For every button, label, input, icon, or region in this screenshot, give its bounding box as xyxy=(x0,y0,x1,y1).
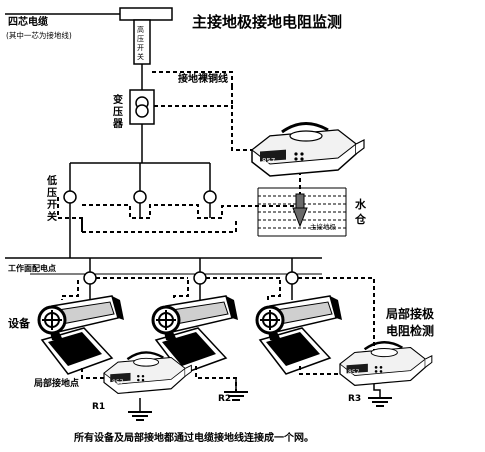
local-meter-r1-reading: 857 xyxy=(112,379,124,386)
four-core-cable-note: (其中一芯为接地线) xyxy=(6,30,72,40)
transformer-label-2: 压 xyxy=(113,106,123,118)
r2-label: R2 xyxy=(218,394,231,404)
branch-2 xyxy=(173,258,207,300)
branch-3 xyxy=(267,258,299,300)
water-tank-label-2: 仓 xyxy=(354,212,367,226)
main-clamp-meter xyxy=(250,121,366,178)
lv-switch-label-4: 关 xyxy=(47,210,57,223)
lv-switch-3 xyxy=(203,163,217,218)
r1-label: R1 xyxy=(92,402,105,412)
equipment-1 xyxy=(37,294,126,376)
mining-machine-icon xyxy=(37,294,126,376)
local-ground-point-label: 局部接地点 xyxy=(34,377,79,389)
hv-switch-label-3: 开 xyxy=(137,44,144,52)
local-ground-check-label-1: 局部接极 xyxy=(386,306,435,321)
branch-1 xyxy=(61,258,97,300)
lv-switch-label-1: 低 xyxy=(46,174,57,187)
hv-switch-label-2: 压 xyxy=(137,35,144,43)
switch-icon xyxy=(133,190,147,204)
work-face-point-label: 工作面配电点 xyxy=(8,263,56,273)
lv-switch-2 xyxy=(133,163,147,218)
water-tank-label-1: 水 xyxy=(355,197,367,211)
transformer-icon xyxy=(135,96,149,118)
local-meter-r3-reading: 857 xyxy=(348,369,360,376)
equipment-3 xyxy=(255,294,344,376)
lv-switch-label-3: 开 xyxy=(47,199,57,211)
mining-machine-icon xyxy=(255,294,344,376)
transformer-label-1: 变 xyxy=(113,93,123,106)
hv-switch-label-1: 高 xyxy=(137,25,144,34)
switch-icon xyxy=(63,190,77,204)
diagram-title: 主接地极接地电阻监测 xyxy=(192,13,342,31)
footer-note: 所有设备及局部接地都通过电缆接地线连接成一个网。 xyxy=(74,431,314,444)
switch-icon xyxy=(203,190,217,204)
lv-switch-1 xyxy=(63,163,77,232)
lv-switch-label-2: 压 xyxy=(47,187,57,199)
hv-switch-label-4: 关 xyxy=(137,52,144,61)
local-clamp-meter-r3 xyxy=(338,341,434,387)
water-tank xyxy=(257,187,347,237)
main-meter-reading: 857 xyxy=(262,157,275,165)
ground-symbol-r1 xyxy=(127,411,153,421)
main-ground-electrode-label: 主接地极 xyxy=(310,222,337,231)
cable-top-box xyxy=(119,7,173,21)
transformer-label-3: 器 xyxy=(112,118,124,130)
ground-symbol-r3 xyxy=(367,397,393,407)
r3-label: R3 xyxy=(348,394,361,404)
local-ground-check-label-2: 电阻检测 xyxy=(386,323,434,338)
ground-copper-label: 接地裸铜线 xyxy=(178,72,228,85)
four-core-cable-label: 四芯电缆 xyxy=(8,15,48,28)
equipment-label: 设备 xyxy=(8,316,31,330)
